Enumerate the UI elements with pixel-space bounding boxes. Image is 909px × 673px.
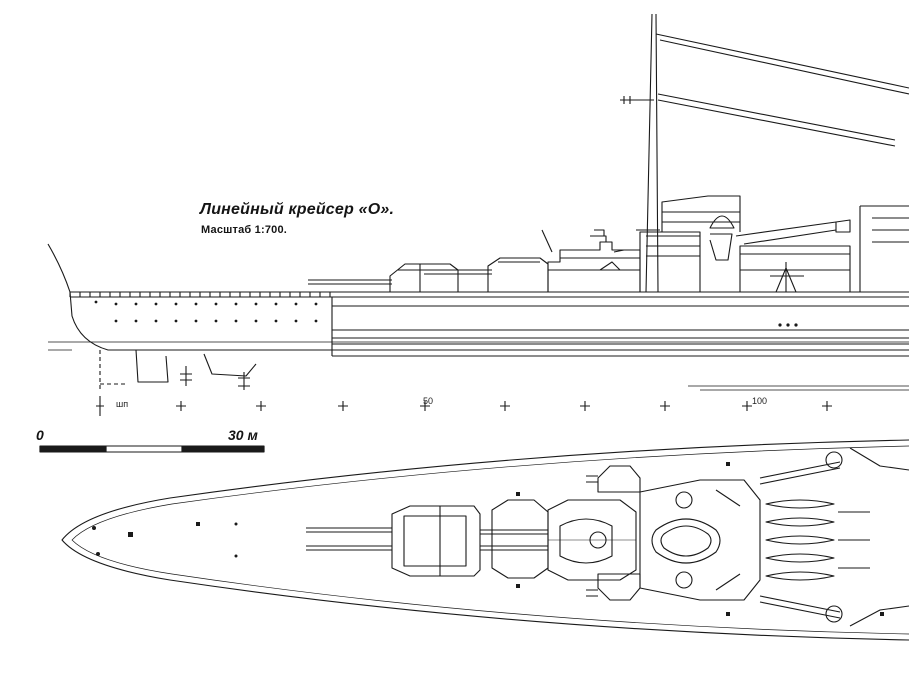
funnel-plan <box>639 479 761 601</box>
plan-view <box>61 439 909 641</box>
scale-bar <box>39 445 265 453</box>
station-label-50: 50 <box>423 396 434 406</box>
armor-belt <box>331 297 909 357</box>
side-profile <box>47 13 909 392</box>
station-scale <box>96 396 832 416</box>
bridge-profile <box>541 13 741 293</box>
bridge-plan <box>547 499 637 581</box>
antenna-wire <box>655 33 909 147</box>
forward-turret-profile <box>308 257 549 293</box>
deck-fittings <box>92 462 884 616</box>
station-label-100: 100 <box>752 396 768 406</box>
mast <box>645 13 659 293</box>
drawing-title: Линейный крейсер «О». <box>200 201 395 218</box>
forward-turret-plan <box>306 499 549 579</box>
catapults <box>759 447 909 627</box>
scale-bar-start-label: 0 <box>36 427 44 443</box>
frame-label: шп <box>116 399 129 409</box>
scale-bar-end-label: 30 м <box>228 427 258 443</box>
hull-profile <box>47 243 909 351</box>
drawing-scale-subtitle: Масштаб 1:700. <box>201 224 288 236</box>
portholes <box>94 300 798 327</box>
hull-plan <box>61 439 909 641</box>
aft-superstructure-profile <box>735 205 909 293</box>
boats <box>765 499 870 581</box>
propellers <box>99 349 257 392</box>
